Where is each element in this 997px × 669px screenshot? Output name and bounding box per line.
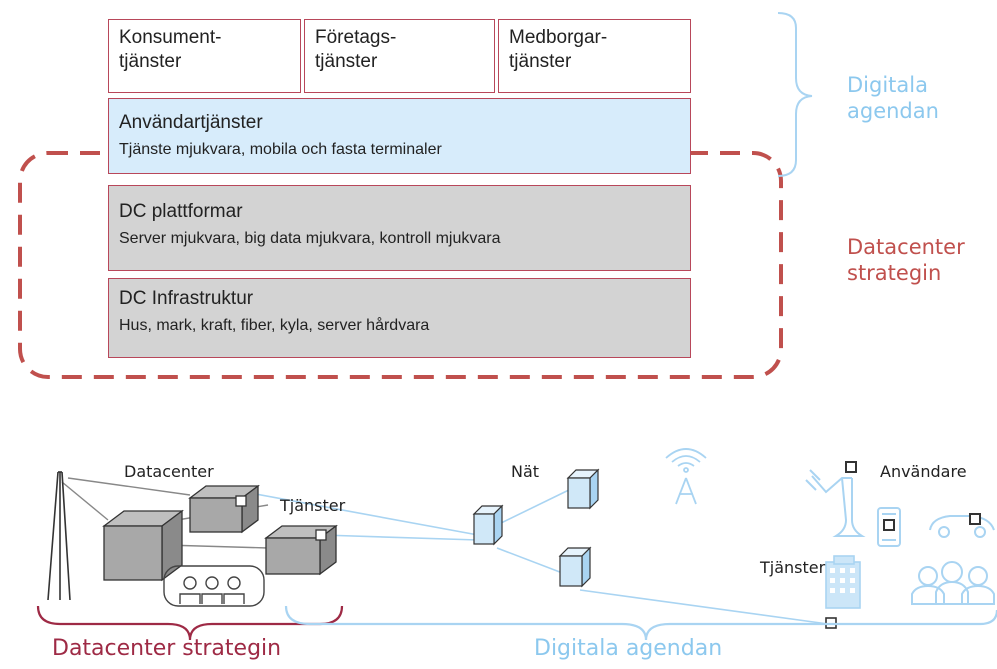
dc-infrastructure-box: DC Infrastruktur Hus, mark, kraft, fiber… (108, 278, 691, 358)
mobile-phone-icon (877, 507, 901, 547)
business-services-box: Företags- tjänster (304, 19, 495, 93)
users-crowd-icon (911, 561, 995, 605)
net-cube-1 (472, 504, 504, 546)
user-services-title: Användartjänster (119, 112, 263, 133)
consumer-services-line2: tjänster (119, 51, 182, 72)
network-lines (249, 486, 829, 625)
server-cube-1 (102, 509, 184, 582)
robot-arm-icon (805, 461, 866, 537)
dc-platforms-box: DC plattformar Server mjukvara, big data… (108, 185, 691, 271)
net-cube-3 (558, 546, 592, 588)
dc-platforms-subtitle: Server mjukvara, big data mjukvara, kont… (119, 230, 501, 247)
consumer-services-box: Konsument- tjänster (108, 19, 301, 93)
digital-agenda-line1: Digitala (847, 73, 928, 97)
business-services-line1: Företags- (315, 27, 397, 48)
dc-platforms-title: DC plattformar (119, 201, 243, 222)
user-services-box: Användartjänster Tjänste mjukvara, mobil… (108, 98, 691, 174)
net-label: Nät (511, 462, 540, 481)
power-tower-icon (47, 471, 71, 601)
datacenter-strategy-line2: strategin (847, 261, 942, 285)
citizen-services-line2: tjänster (509, 51, 572, 72)
services-left-label: Tjänster (280, 496, 346, 515)
building-icon (825, 555, 861, 629)
datacenter-strategy-line1: Datacenter (847, 235, 965, 259)
dc-infrastructure-subtitle: Hus, mark, kraft, fiber, kyla, server hå… (119, 317, 430, 334)
digital-agenda-label: Digitala agendan (847, 72, 939, 124)
users-label: Användare (880, 462, 967, 481)
services-right-label: Tjänster (760, 558, 826, 577)
user-services-subtitle: Tjänste mjukvara, mobila och fasta termi… (119, 141, 442, 158)
citizen-services-line1: Medborgar- (509, 27, 608, 48)
antenna-icon (665, 448, 707, 505)
server-cube-2 (188, 484, 260, 534)
datacenter-strategy-bottom-label: Datacenter strategin (52, 636, 282, 661)
datacenter-bottom-brace (36, 605, 344, 641)
net-cube-2 (566, 468, 600, 510)
people-group-icon (163, 565, 265, 607)
server-cube-3 (264, 524, 338, 576)
dc-infrastructure-title: DC Infrastruktur (119, 288, 254, 309)
consumer-services-line1: Konsument- (119, 27, 222, 48)
digital-agenda-bottom-label: Digitala agendan (534, 636, 723, 661)
car-icon (929, 513, 995, 538)
datacenter-label: Datacenter (124, 462, 214, 481)
citizen-services-box: Medborgar- tjänster (498, 19, 691, 93)
datacenter-strategy-label: Datacenter strategin (847, 234, 965, 286)
digital-agenda-line2: agendan (847, 99, 939, 123)
business-services-line2: tjänster (315, 51, 378, 72)
digital-bottom-brace (284, 605, 997, 641)
digital-agenda-brace (777, 12, 813, 177)
